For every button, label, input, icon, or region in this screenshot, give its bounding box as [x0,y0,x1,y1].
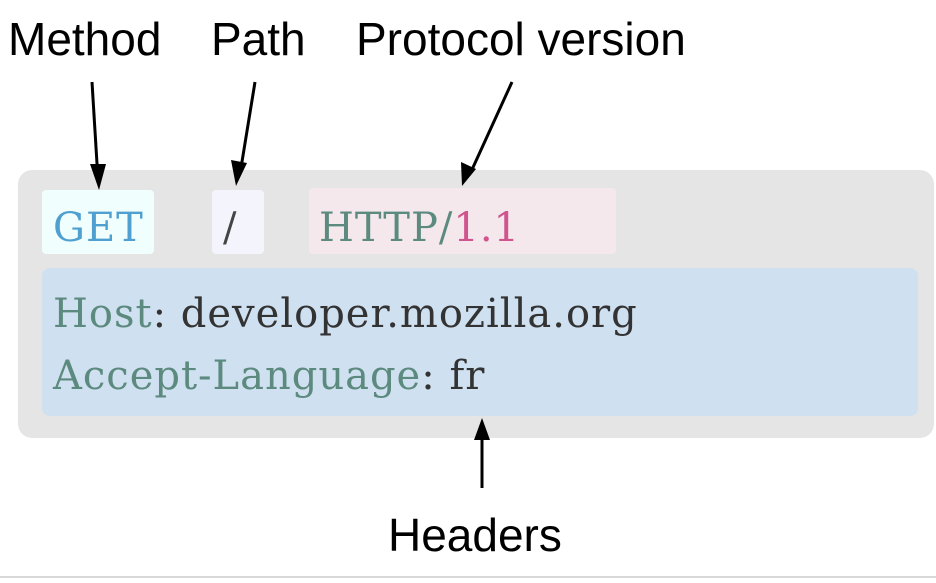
path-value: / [223,205,238,251]
headers-box [42,268,918,416]
header-value: developer.mozilla.org [180,291,638,337]
protocol-version: 1.1 [453,205,520,251]
bottom-divider [0,576,936,578]
path-box [212,190,264,254]
header-separator: : [152,291,181,337]
header-row: Host: developer.mozilla.org [53,294,638,334]
method-box [42,190,154,254]
header-separator: : [421,353,450,399]
headers-arrow [474,418,490,488]
header-row: Accept-Language: fr [53,356,485,396]
method-label: Method [8,13,162,65]
header-name: Host [53,291,153,337]
protocol-version-label: Protocol version [356,13,686,65]
header-value: fr [449,353,486,399]
headers-label: Headers [388,509,562,561]
path-arrow [231,81,257,186]
protocol-arrow [461,81,514,186]
method-value: GET [53,205,144,251]
method-arrow [90,81,106,190]
path-label: Path [211,13,306,65]
header-name: Accept-Language [53,353,422,399]
protocol-box [309,188,616,254]
protocol-name: HTTP/ [319,205,454,251]
protocol-value: HTTP/1.1 [319,208,520,248]
